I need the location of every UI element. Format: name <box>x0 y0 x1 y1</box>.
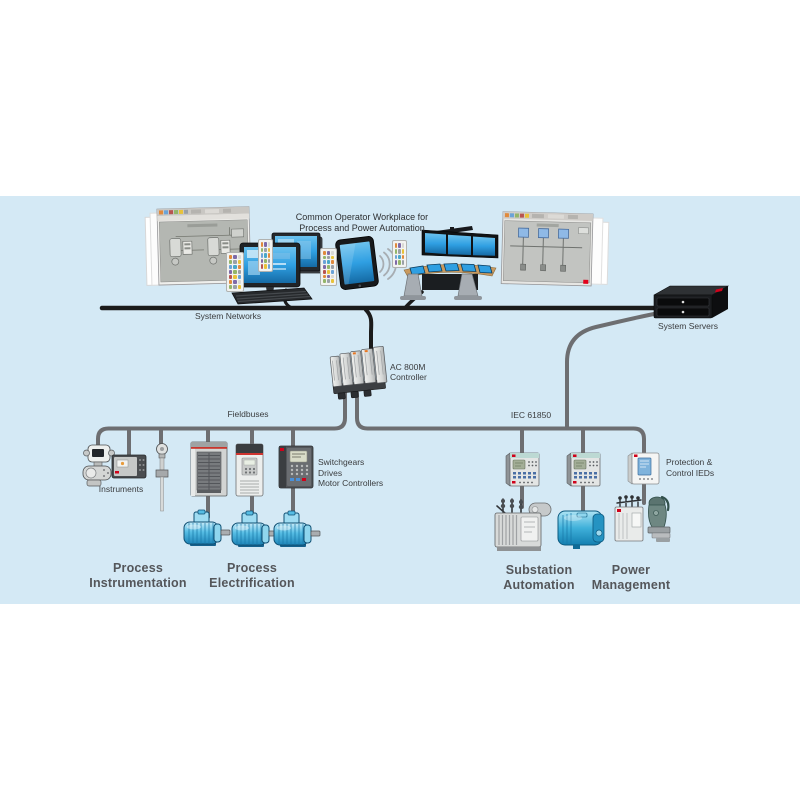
process-electrification-label: Process Electrification <box>191 561 313 590</box>
single-line-diagram-screenshot-icon <box>500 211 610 293</box>
app-icon-panel-monitor1 <box>226 252 244 292</box>
app-icon-panel-console <box>392 240 407 268</box>
app-icon-panel-tablet <box>320 248 337 286</box>
motor-icon <box>270 510 323 551</box>
server-to-iec-line <box>565 311 661 431</box>
fieldbus-line <box>96 391 347 455</box>
pi-line1: Process <box>112 561 164 575</box>
protection-line2: Control IEDs <box>666 467 715 478</box>
power-management-label: Power Management <box>570 563 692 592</box>
pm-line2: Management <box>591 577 671 592</box>
protection-ied-icon <box>504 450 541 489</box>
sa-line2: Automation <box>503 577 575 592</box>
tablet-icon <box>335 236 397 294</box>
switchgears-line: Switchgears <box>318 457 365 467</box>
pe-line1: Process <box>226 561 278 575</box>
motor-icon <box>180 509 233 550</box>
pressure-transmitter-icon <box>81 444 115 488</box>
drive-icon <box>234 443 265 498</box>
motor-controllers-line: Motor Controllers <box>318 478 384 488</box>
app-icon-panel-monitor2 <box>258 239 273 272</box>
pi-line2: Instrumentation <box>89 575 187 590</box>
controller-label-line1: AC 800M <box>390 362 426 372</box>
ac800m-controller-icon <box>328 346 390 402</box>
generator-icon <box>557 505 608 550</box>
system-servers-label: System Servers <box>658 321 718 331</box>
operator-workstation-icon <box>231 232 336 305</box>
iec61850-label: IEC 61850 <box>510 410 552 420</box>
iec61850-line <box>355 391 646 505</box>
controller-label: AC 800M Controller <box>390 362 427 382</box>
substation-transformer-icon <box>491 497 554 555</box>
caption-line1: Common Operator Workplace for <box>295 212 429 222</box>
caption-line2: Process and Power Automation <box>299 223 425 233</box>
system-servers-icon <box>648 283 730 321</box>
instruments-label: Instruments <box>98 484 144 494</box>
power-transformer-breaker-icon <box>612 493 674 552</box>
controller-label-line2: Controller <box>390 372 427 382</box>
protection-line1: Protection & <box>666 457 713 467</box>
pe-line2: Electrification <box>209 575 295 590</box>
substation-automation-label: Substation Automation <box>478 563 600 592</box>
control-ied-icon <box>627 451 661 487</box>
switchgear-cabinet-icon <box>188 441 230 498</box>
panel-instrument-icon <box>111 452 148 481</box>
process-instrumentation-label: Process Instrumentation <box>77 561 199 590</box>
workplace-caption: Common Operator Workplace for Process an… <box>262 212 462 234</box>
switchgears-drives-label: Switchgears Drives Motor Controllers <box>318 457 383 489</box>
protection-ied-icon <box>565 450 602 489</box>
pm-line1: Power <box>611 563 651 577</box>
motor-controller-icon <box>276 444 317 491</box>
temperature-probe-icon <box>151 443 173 513</box>
fieldbuses-label: Fieldbuses <box>227 409 269 419</box>
sa-line1: Substation <box>505 563 573 577</box>
drives-line: Drives <box>318 467 343 478</box>
network-to-controller-cable <box>364 308 374 353</box>
protection-control-ieds-label: Protection & Control IEDs <box>666 457 714 478</box>
operator-console-icon <box>392 224 504 306</box>
system-networks-label: System Networks <box>195 311 262 321</box>
